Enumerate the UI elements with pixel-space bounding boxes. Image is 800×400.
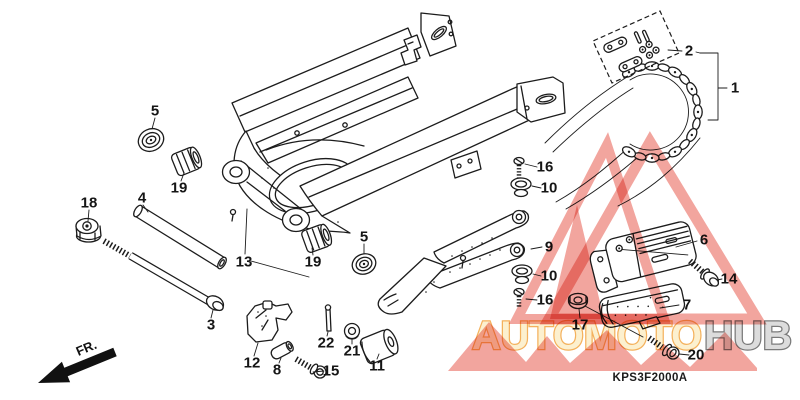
cotter-pin xyxy=(324,304,332,332)
callout-19: 19 xyxy=(305,254,322,271)
tensioner-bolt xyxy=(294,356,327,379)
master-link-kit xyxy=(592,10,680,84)
callout-1: 1 xyxy=(731,80,739,97)
callout-16: 16 xyxy=(537,159,554,176)
roller-washer xyxy=(343,322,361,340)
chain-case xyxy=(589,221,697,293)
callout-4: 4 xyxy=(138,190,147,207)
chain-case-bolt xyxy=(688,258,720,287)
chain-roller xyxy=(359,328,399,365)
callout-18: 18 xyxy=(81,195,98,212)
callout-20: 20 xyxy=(688,347,705,364)
callout-9: 9 xyxy=(545,239,553,256)
chain-slider xyxy=(377,209,530,315)
drive-chain xyxy=(544,61,703,210)
callout-14: 14 xyxy=(721,271,738,288)
callout-19: 19 xyxy=(171,180,188,197)
callout-10: 10 xyxy=(541,268,558,285)
diagram-code: KPS3F2000A xyxy=(613,372,688,384)
pivot-collar xyxy=(133,204,227,270)
callout-7: 7 xyxy=(683,297,691,314)
callout-16: 16 xyxy=(537,292,554,309)
callout-5: 5 xyxy=(360,229,368,246)
chain-guide-bolt xyxy=(647,335,680,360)
callout-12: 12 xyxy=(244,355,261,372)
pivot-bolt xyxy=(102,238,225,312)
pivot-bushing-right xyxy=(301,223,333,253)
pivot-nut xyxy=(75,217,102,243)
callout-15: 15 xyxy=(323,363,340,380)
fr-direction-arrow: FR. xyxy=(38,337,117,383)
callout-21: 21 xyxy=(344,343,361,360)
callout-11: 11 xyxy=(369,358,385,375)
dust-seal-left xyxy=(137,127,165,153)
tensioner-bracket xyxy=(246,300,293,343)
callout-17: 17 xyxy=(572,317,589,334)
chain-group-bracket xyxy=(699,52,728,121)
callout-6: 6 xyxy=(700,232,708,249)
callout-2: 2 xyxy=(685,43,693,60)
slider-screw-lower xyxy=(513,287,525,308)
pivot-bushing-left xyxy=(170,146,203,177)
slider-grommet-lower xyxy=(511,264,533,285)
chain-guide xyxy=(598,283,686,330)
spacer-collar xyxy=(270,340,294,360)
dust-seal-right xyxy=(351,253,377,275)
slider-screw-upper xyxy=(513,156,525,179)
callout-5: 5 xyxy=(151,103,159,120)
callout-10: 10 xyxy=(541,180,558,197)
callout-22: 22 xyxy=(318,335,335,352)
callout-13: 13 xyxy=(236,254,253,271)
callout-3: 3 xyxy=(207,317,215,334)
swingarm xyxy=(221,12,566,234)
callout-8: 8 xyxy=(273,362,281,379)
slider-grommet-upper xyxy=(510,177,532,198)
